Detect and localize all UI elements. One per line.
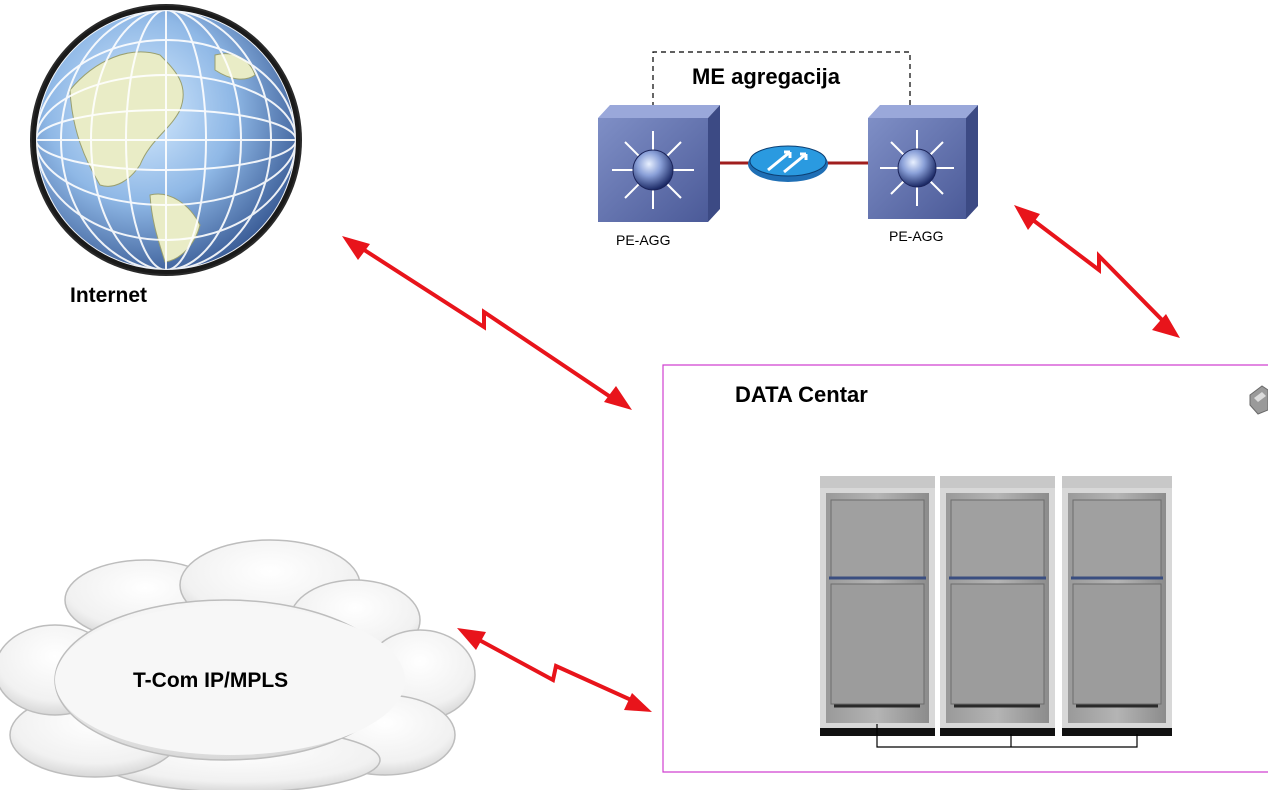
internet-label: Internet [70,284,148,307]
pe-agg-left-label: PE-AGG [616,232,671,248]
link-arrow-aggregation-datacenter [1014,205,1180,338]
link-arrow-internet-datacenter [342,236,632,410]
server-rack-icon [940,476,1055,736]
server-rack-icon [1062,476,1172,736]
pe-agg-right-label: PE-AGG [889,228,944,244]
me-aggregation-bracket [652,51,911,107]
rack-interconnect [876,724,1138,748]
pe-agg-switch-right-icon [868,105,978,219]
pe-agg-switch-left-icon [598,105,720,222]
ring-router-icon [748,145,828,182]
data-center-label: DATA Centar [735,382,868,407]
me-aggregation-label: ME agregacija [692,64,840,89]
link-arrow-cloud-datacenter [457,628,652,712]
globe-icon [30,4,302,276]
server-rack-icon [820,476,935,736]
data-center-boundary [662,364,1268,773]
cloud-label: T-Com IP/MPLS [133,669,289,692]
cloud-icon [0,539,476,793]
device-icon-partial [1249,385,1268,415]
